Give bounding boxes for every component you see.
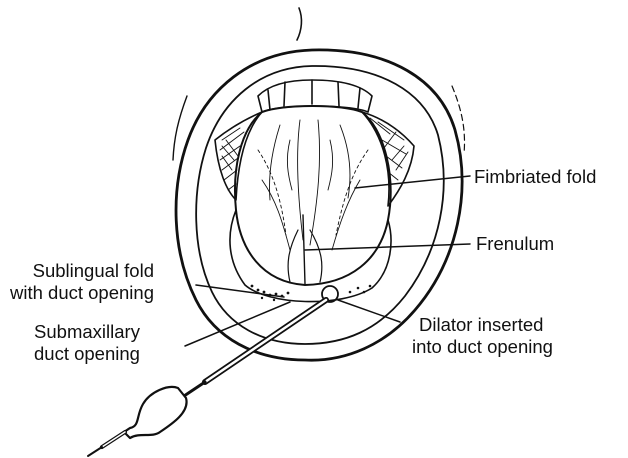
sublingual-fold-leader xyxy=(196,285,284,297)
tongue xyxy=(235,106,391,285)
label-submaxillary-duct: Submaxillary duct opening xyxy=(34,321,140,365)
fimbriated-fold-leader xyxy=(355,176,470,188)
nose-line xyxy=(297,8,301,40)
label-sublingual-fold: Sublingual fold with duct opening xyxy=(10,260,154,304)
label-dilator-line2: into duct opening xyxy=(412,336,553,358)
frenulum-leader xyxy=(305,244,470,250)
sublingual-fold-dots xyxy=(251,285,372,302)
dilator-handle xyxy=(124,387,187,438)
label-submaxillary-line2: duct opening xyxy=(34,343,140,365)
label-frenulum: Frenulum xyxy=(476,233,554,255)
upper-teeth xyxy=(258,80,372,112)
label-dilator: Dilator inserted into duct opening xyxy=(412,314,553,358)
floor-of-mouth xyxy=(230,210,391,302)
label-submaxillary-line1: Submaxillary xyxy=(34,321,140,343)
label-fimbriated-fold: Fimbriated fold xyxy=(474,166,596,188)
label-sublingual-fold-line2: with duct opening xyxy=(10,282,154,304)
tongue-texture xyxy=(258,120,368,250)
label-dilator-line1: Dilator inserted xyxy=(412,314,553,336)
label-sublingual-fold-line1: Sublingual fold xyxy=(10,260,154,282)
